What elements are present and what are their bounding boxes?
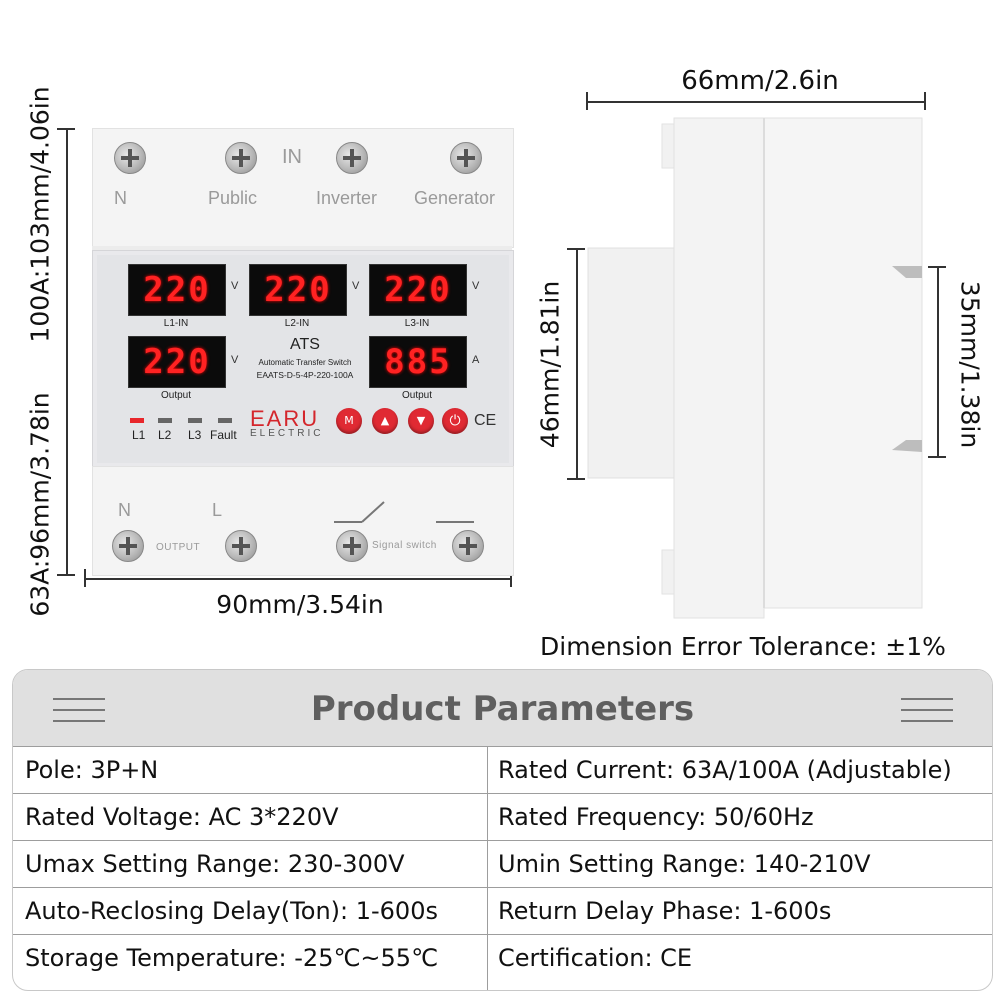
height-dimension-tick-bottom [57, 574, 75, 576]
param-cell-right: Rated Frequency: 50/60Hz [498, 803, 814, 831]
display-output-current: 885 [369, 336, 467, 388]
side-mid-tick-top [567, 248, 585, 250]
led-l2 [158, 418, 172, 423]
down-button[interactable]: ▼ [408, 408, 434, 434]
display-l1-in: 220 [128, 264, 226, 316]
side-width-tick-right [924, 92, 926, 110]
table-row: Pole: 3P+N Rated Current: 63A/100A (Adju… [13, 746, 992, 793]
terminal-screw-n-in [114, 142, 146, 174]
side-rail-height-label: 35mm/1.38in [955, 280, 985, 449]
terminal-screw-generator [450, 142, 482, 174]
output-screw-l [225, 530, 257, 562]
terminal-screw-public [225, 142, 257, 174]
signal-switch-label: Signal switch [372, 540, 437, 551]
terminal-screw-inverter [336, 142, 368, 174]
height-dimension-line [66, 128, 68, 574]
param-cell-left: Storage Temperature: -25℃~55℃ [25, 944, 439, 972]
param-cell-left: Pole: 3P+N [25, 756, 159, 784]
params-title: Product Parameters [310, 689, 695, 729]
mode-button[interactable]: M [336, 408, 362, 434]
ats-model: EAATS-D-5-4P-220-100A [256, 370, 354, 380]
display-l1-unit: V [231, 280, 239, 292]
display-l2-label: L2-IN [284, 318, 310, 329]
led-label-l1: L1 [132, 428, 146, 442]
param-cell-right: Rated Current: 63A/100A (Adjustable) [498, 756, 952, 784]
up-button[interactable]: ▲ [372, 408, 398, 434]
ats-title: ATS [290, 336, 320, 353]
display-output-voltage-unit: V [231, 354, 239, 366]
table-row: Storage Temperature: -25℃~55℃ Certificat… [13, 934, 992, 990]
menu-lines-left-icon [53, 698, 105, 722]
output-screw-n [112, 530, 144, 562]
height-label-100a: 100A:103mm/4.06in [25, 86, 55, 343]
display-l1-label: L1-IN [163, 318, 189, 329]
bottom-label-n: N [118, 500, 131, 520]
display-l3-label: L3-IN [404, 318, 430, 329]
ce-mark: CE [474, 412, 497, 429]
led-l3 [188, 418, 202, 423]
ats-device-front: IN N Public Inverter Generator 220 V L1-… [92, 128, 514, 576]
side-mid-height-label: 46mm/1.81in [535, 280, 565, 449]
bottom-label-l: L [212, 500, 223, 520]
param-cell-right: Umin Setting Range: 140-210V [498, 850, 871, 878]
table-row: Auto-Reclosing Delay(Ton): 1-600s Return… [13, 887, 992, 934]
display-output-voltage: 220 [128, 336, 226, 388]
param-cell-left: Auto-Reclosing Delay(Ton): 1-600s [25, 897, 438, 925]
led-label-fault: Fault [210, 428, 237, 442]
param-cell-right: Certification: CE [498, 944, 693, 972]
table-column-divider [487, 746, 488, 990]
display-l2-unit: V [352, 280, 360, 292]
side-width-dimension-line [586, 101, 926, 103]
table-row: Rated Voltage: AC 3*220V Rated Frequency… [13, 793, 992, 840]
product-parameters-table: Product Parameters Pole: 3P+N Rated Curr… [12, 669, 993, 991]
terminal-label-inverter: Inverter [316, 188, 378, 208]
terminal-label-public: Public [208, 188, 258, 208]
in-label: IN [282, 146, 302, 168]
side-mid-dimension-line [576, 248, 578, 478]
width-dimension-tick-left [84, 569, 86, 587]
params-header [13, 670, 992, 746]
display-l3-unit: V [472, 280, 480, 292]
signal-screw-1 [336, 530, 368, 562]
side-width-tick-left [586, 92, 588, 110]
led-label-l3: L3 [188, 428, 202, 442]
signal-screw-2 [452, 530, 484, 562]
led-label-l2: L2 [158, 428, 172, 442]
side-view-drawing [587, 117, 923, 619]
side-mid-tick-bottom [567, 478, 585, 480]
brand-subtitle: ELECTRIC [250, 428, 324, 439]
menu-lines-right-icon [901, 698, 953, 722]
side-width-label: 66mm/2.6in [681, 66, 839, 96]
display-output-current-label: Output [401, 390, 433, 401]
display-l2-in: 220 [249, 264, 347, 316]
ats-subtitle: Automatic Transfer Switch [258, 358, 352, 367]
param-cell-left: Rated Voltage: AC 3*220V [25, 803, 339, 831]
param-cell-left: Umax Setting Range: 230-300V [25, 850, 405, 878]
brand-logo: EARU [250, 406, 320, 431]
terminal-label-n: N [114, 188, 127, 208]
output-label: OUTPUT [156, 542, 201, 553]
led-fault [218, 418, 232, 423]
top-terminal-block [92, 128, 514, 248]
side-rail-tick-top [928, 266, 946, 268]
power-icon[interactable]: ⏻ [442, 408, 468, 434]
terminal-label-generator: Generator [414, 188, 496, 208]
width-dimension-line [84, 578, 512, 580]
display-output-current-unit: A [472, 354, 480, 366]
display-output-voltage-label: Output [160, 390, 192, 401]
side-rail-dimension-line [937, 266, 939, 456]
height-label-63a: 63A:96mm/3.78in [25, 392, 55, 617]
param-cell-right: Return Delay Phase: 1-600s [498, 897, 832, 925]
switch-symbol-icon [334, 501, 474, 523]
width-label: 90mm/3.54in [216, 590, 384, 619]
side-rail-tick-bottom [928, 456, 946, 458]
table-row: Umax Setting Range: 230-300V Umin Settin… [13, 840, 992, 887]
height-dimension-tick-top [57, 128, 75, 130]
led-l1 [130, 418, 144, 423]
display-l3-in: 220 [369, 264, 467, 316]
tolerance-note: Dimension Error Tolerance: ±1% [540, 632, 946, 661]
width-dimension-tick-right [510, 569, 512, 587]
